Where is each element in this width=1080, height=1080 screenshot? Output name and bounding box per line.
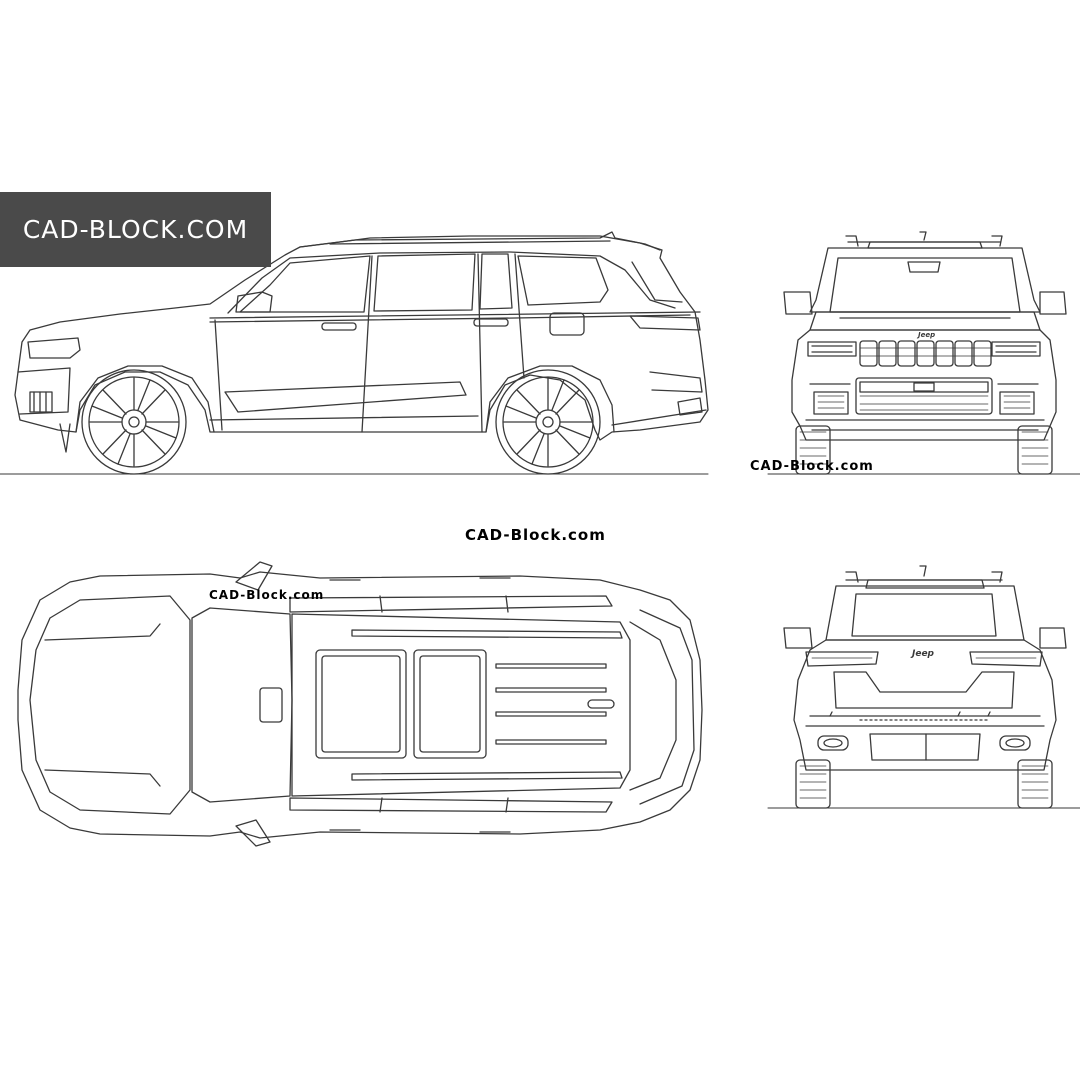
side-headlight bbox=[27, 337, 81, 359]
top-hood bbox=[29, 595, 191, 815]
front-mirror-left bbox=[783, 291, 813, 315]
watermark-front-view: CAD-Block.com bbox=[750, 459, 874, 474]
watermark-top-view: CAD-Block.com bbox=[209, 588, 325, 602]
rear-body-outline bbox=[793, 639, 1057, 771]
side-mirror bbox=[235, 291, 273, 313]
front-headlight-left bbox=[807, 341, 857, 357]
front-lower-intake bbox=[855, 377, 993, 415]
side-window-rear-door bbox=[479, 253, 513, 310]
rear-plate-recess bbox=[833, 671, 1015, 709]
side-window-middle bbox=[373, 253, 476, 312]
side-view bbox=[0, 231, 709, 475]
site-banner-text: CAD-BLOCK.COM bbox=[22, 215, 249, 244]
side-wheel-front bbox=[81, 369, 187, 475]
side-window-front bbox=[239, 255, 371, 313]
front-tire-right bbox=[1017, 425, 1053, 475]
watermark-center: CAD-Block.com bbox=[465, 526, 606, 544]
rear-tire-right bbox=[1017, 759, 1053, 809]
rear-exhaust-right bbox=[999, 735, 1031, 751]
front-badge: Jeep bbox=[916, 331, 935, 339]
top-body-outline bbox=[17, 571, 703, 839]
rear-view bbox=[767, 565, 1080, 809]
side-taillight bbox=[629, 315, 701, 331]
rear-tire-left bbox=[795, 759, 831, 809]
front-tire-left bbox=[795, 425, 831, 475]
side-door-handle-rear bbox=[473, 318, 509, 327]
side-fuel-door bbox=[549, 312, 585, 336]
side-door-handle-front bbox=[321, 322, 357, 331]
rear-window bbox=[851, 593, 997, 637]
side-roof-rail bbox=[299, 231, 661, 251]
side-body-outline bbox=[14, 235, 709, 441]
rear-taillight-right bbox=[969, 651, 1043, 667]
front-view bbox=[767, 231, 1080, 475]
top-view bbox=[17, 561, 703, 847]
top-roof-rail-lower bbox=[351, 771, 623, 781]
top-windshield bbox=[191, 607, 293, 803]
rear-taillight-left bbox=[805, 651, 879, 667]
top-mirror-upper bbox=[235, 561, 273, 591]
rear-badge: Jeep bbox=[910, 649, 935, 659]
rear-mirror-left bbox=[783, 627, 813, 649]
rear-exhaust-left bbox=[817, 735, 849, 751]
top-roof-rail-upper bbox=[351, 629, 623, 639]
site-banner: CAD-BLOCK.COM bbox=[0, 192, 271, 267]
front-windshield bbox=[829, 257, 1021, 313]
rear-mirror-right bbox=[1039, 627, 1067, 649]
side-window-quarter bbox=[517, 255, 609, 306]
side-wheel-rear bbox=[495, 369, 601, 475]
top-mirror-lower bbox=[235, 819, 271, 847]
top-sunroof-front bbox=[315, 649, 407, 759]
front-grille bbox=[859, 340, 992, 367]
top-roof bbox=[291, 613, 631, 797]
side-window-frame bbox=[227, 251, 676, 314]
front-mirror-right bbox=[1039, 291, 1067, 315]
front-headlight-right bbox=[991, 341, 1041, 357]
top-sunroof-rear bbox=[413, 649, 487, 759]
